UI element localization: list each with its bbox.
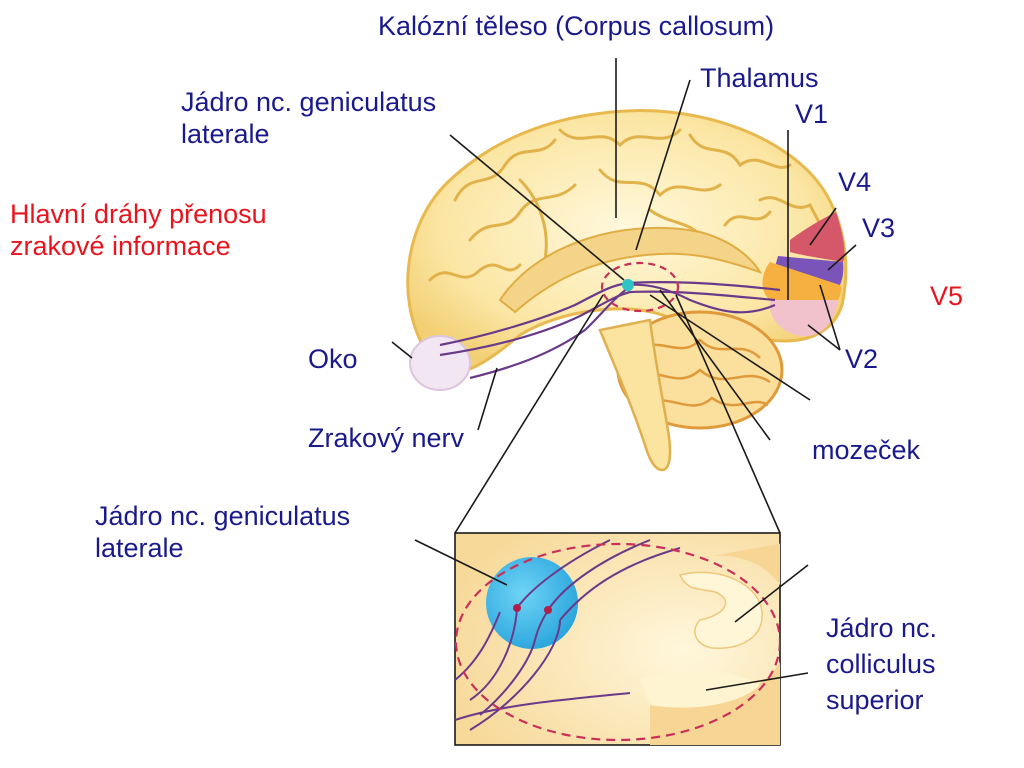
brainstem-shape xyxy=(598,318,672,472)
label-colliculus-line1: Jádro nc. xyxy=(826,613,938,643)
label-thalamus: Thalamus xyxy=(700,63,819,93)
label-lgn-inset-line2: laterale xyxy=(95,533,184,563)
visual-pathway-fibers xyxy=(439,281,781,380)
label-lgn-main: Jádro nc. geniculatus laterale xyxy=(181,86,436,150)
label-optic-nerve: Zrakový nerv xyxy=(308,423,465,453)
label-colliculus: Jádro nc. colliculus superior xyxy=(826,610,937,718)
page-title-line2: zrakové informace xyxy=(10,231,231,261)
label-lgn-inset: Jádro nc. geniculatus laterale xyxy=(95,500,350,564)
v1-area xyxy=(769,300,838,337)
label-lgn-inset-line1: Jádro nc. geniculatus xyxy=(95,501,351,531)
lgn-inset-circle xyxy=(486,557,578,649)
label-colliculus-line2: colliculus xyxy=(826,649,936,679)
colliculus-shape xyxy=(650,543,780,745)
v4-area xyxy=(790,212,845,262)
lgn-dot xyxy=(622,279,634,291)
page-title-line1: Hlavní dráhy přenosu xyxy=(10,199,267,229)
label-v5: V5 xyxy=(930,281,964,311)
label-colliculus-line3: superior xyxy=(826,685,924,715)
label-corpus-callosum: Kalózní těleso (Corpus callosum) xyxy=(378,11,775,41)
label-lgn-main-line1: Jádro nc. geniculatus xyxy=(181,87,437,117)
label-cerebellum: mozeček xyxy=(812,435,921,465)
eye-shape xyxy=(409,335,471,391)
inset-dashed-outline xyxy=(455,542,780,742)
corpus-callosum-shape xyxy=(498,226,763,314)
label-lgn-main-line2: laterale xyxy=(181,119,270,149)
lgn-inset-panel xyxy=(454,532,781,746)
label-eye: Oko xyxy=(308,344,358,374)
inset-projection-lines xyxy=(454,294,781,534)
label-v4: V4 xyxy=(838,167,872,197)
leader-lines xyxy=(391,58,857,441)
page-title: Hlavní dráhy přenosu zrakové informace xyxy=(10,198,267,262)
label-v3: V3 xyxy=(862,213,896,243)
lgn-region-outline xyxy=(600,261,680,313)
label-v2: V2 xyxy=(845,344,879,374)
label-v1: V1 xyxy=(795,99,829,129)
